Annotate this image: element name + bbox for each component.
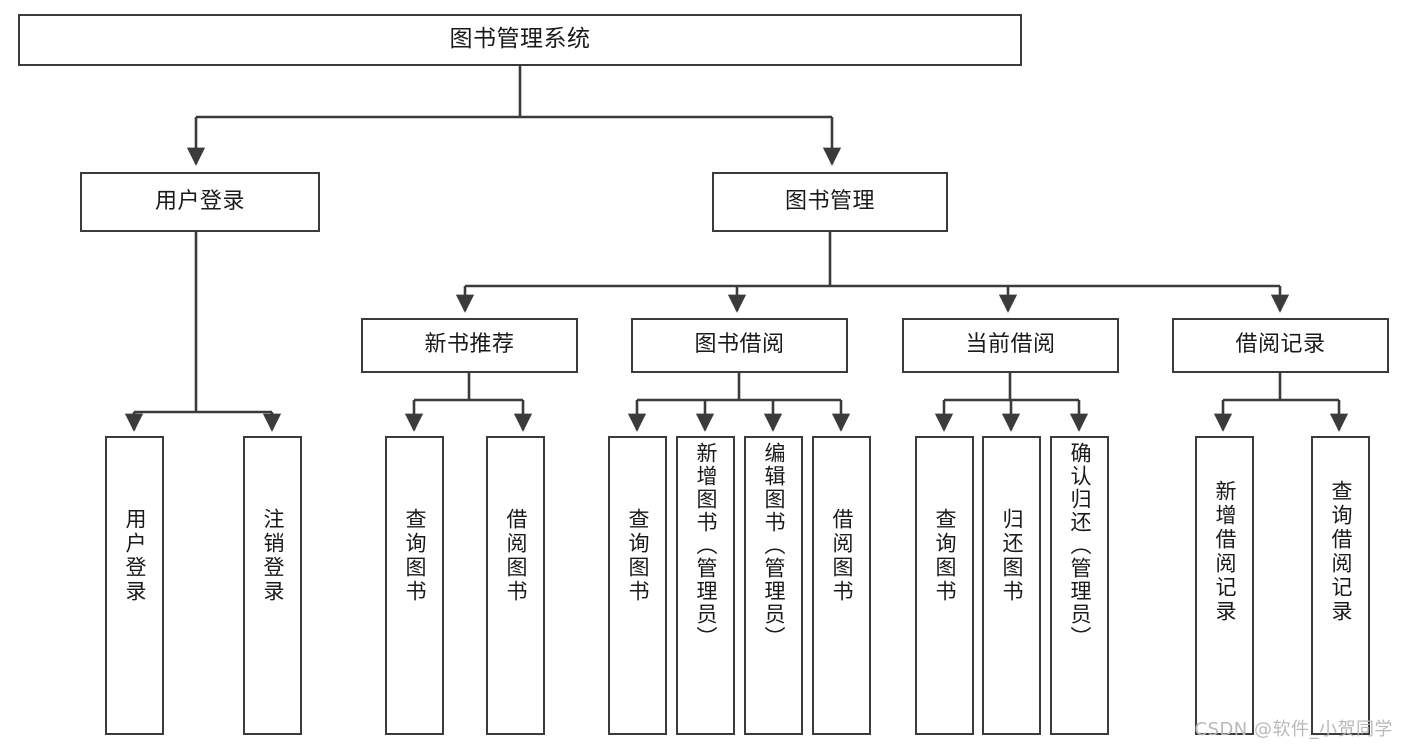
node-leaf-query-books-current[interactable]: 查询图书 [915,436,974,735]
node-leaf-borrow-books[interactable]: 借阅图书 [812,436,871,735]
node-leaf-return-books[interactable]: 归还图书 [982,436,1041,735]
node-label: 新书推荐 [424,332,515,358]
node-leaf-add-borrow-record[interactable]: 新增借阅记录 [1195,436,1254,735]
node-label: 确认归还（管理员） [1068,442,1092,649]
node-label: 用户登录 [123,508,147,604]
node-label: 借阅图书 [830,508,854,604]
node-label: 注销登录 [261,508,285,604]
node-label: 图书管理系统 [449,26,591,53]
csdn-watermark: CSDN @软件_小贺同学 [1194,719,1393,740]
node-leaf-query-borrow-record[interactable]: 查询借阅记录 [1311,436,1370,735]
node-label: 编辑图书（管理员） [762,442,786,649]
node-book-borrow[interactable]: 图书借阅 [631,318,848,373]
node-borrow-records[interactable]: 借阅记录 [1172,318,1389,373]
node-new-book-recommend[interactable]: 新书推荐 [361,318,578,373]
node-leaf-confirm-return-admin[interactable]: 确认归还（管理员） [1050,436,1109,735]
node-label: 图书管理 [784,188,875,214]
node-label: 查询借阅记录 [1329,480,1353,624]
node-label: 归还图书 [1000,508,1024,604]
node-label: 查询图书 [626,508,650,604]
node-book-management[interactable]: 图书管理 [712,172,948,232]
node-user-login[interactable]: 用户登录 [80,172,320,232]
node-leaf-user-login[interactable]: 用户登录 [105,436,164,735]
node-label: 查询图书 [933,508,957,604]
node-leaf-query-books-recommend[interactable]: 查询图书 [385,436,444,735]
node-root-system[interactable]: 图书管理系统 [18,14,1022,66]
node-current-borrow[interactable]: 当前借阅 [902,318,1119,373]
node-label: 借阅记录 [1235,332,1326,358]
node-leaf-add-book-admin[interactable]: 新增图书（管理员） [676,436,735,735]
node-label: 当前借阅 [965,332,1056,358]
node-label: 借阅图书 [504,508,528,604]
node-label: 新增借阅记录 [1213,480,1237,624]
node-leaf-borrow-books-recommend[interactable]: 借阅图书 [486,436,545,735]
node-label: 新增图书（管理员） [694,442,718,649]
node-label: 查询图书 [403,508,427,604]
node-label: 图书借阅 [694,332,785,358]
node-leaf-edit-book-admin[interactable]: 编辑图书（管理员） [744,436,803,735]
node-leaf-query-books-borrow[interactable]: 查询图书 [608,436,667,735]
node-label: 用户登录 [154,188,245,214]
node-leaf-logout[interactable]: 注销登录 [243,436,302,735]
